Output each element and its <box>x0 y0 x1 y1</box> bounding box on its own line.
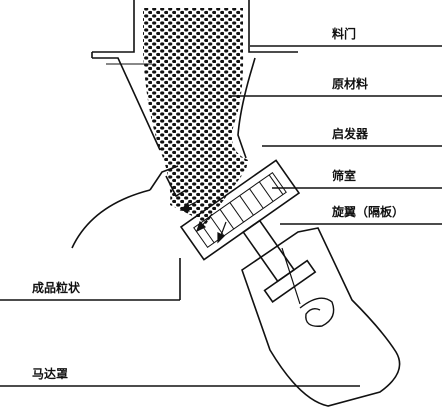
chute-right-wall <box>237 57 256 159</box>
label-hopper-gate: 料门 <box>332 26 356 41</box>
label-granule-product: 成品粒状 <box>32 280 81 295</box>
label-motor-cover: 马达罩 <box>32 366 68 381</box>
callouts: 料门 原材料 启发器 筛室 旋翼（隔板） 成品粒状 马达罩 <box>32 26 404 381</box>
discharge-arrows <box>179 199 227 244</box>
label-rotor-vanes: 旋翼（隔板） <box>331 204 404 219</box>
hopper <box>91 0 298 159</box>
shaft-flange <box>263 259 317 304</box>
label-starter: 启发器 <box>332 126 369 141</box>
sieve-assembly <box>179 159 317 304</box>
housing-left <box>71 165 187 300</box>
label-sieve-chamber: 筛室 <box>332 168 356 183</box>
hopper-left-wall <box>92 0 135 53</box>
motor-cover <box>241 227 401 407</box>
housing-left-curve <box>71 189 151 249</box>
label-raw-material: 原材料 <box>332 76 368 91</box>
chute-left-wall <box>92 57 161 151</box>
motor-cover-outline <box>241 227 401 407</box>
hopper-right-wall <box>248 0 298 53</box>
leader-lines <box>0 45 442 387</box>
motor-rotor-curl <box>299 297 335 327</box>
